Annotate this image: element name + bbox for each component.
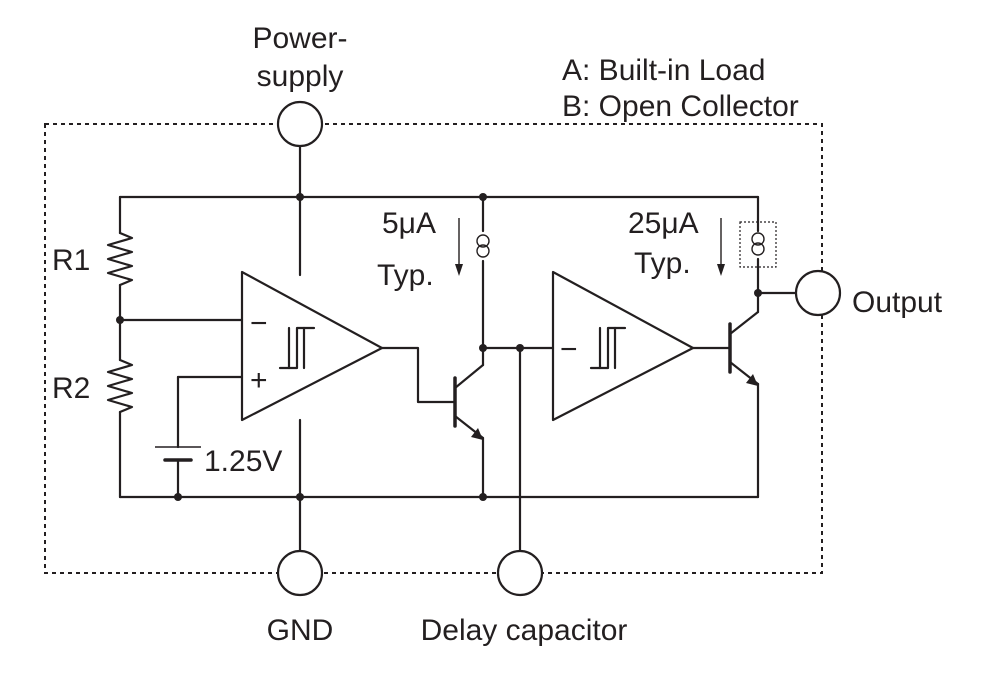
built-in-load-box [739, 221, 777, 268]
comparator2-minus-sign: − [560, 333, 578, 366]
junction-dots [116, 193, 762, 501]
current-source-1-value: 5μA [382, 207, 436, 240]
current-source-2-icon [717, 195, 777, 295]
npn-transistor-1-icon [453, 346, 485, 499]
gnd-label: GND [267, 614, 334, 647]
gnd-terminal [276, 549, 324, 597]
package-boundary [44, 123, 823, 574]
comparator1-plus-sign: + [250, 364, 268, 397]
comparator1-minus-sign: − [250, 307, 268, 340]
r1-label: R1 [52, 244, 90, 277]
delay-capacitor-label: Delay capacitor [421, 614, 628, 647]
resistor-r2-icon [106, 358, 134, 414]
delay-capacitor-terminal [496, 549, 544, 597]
reference-voltage-label: 1.25V [204, 445, 282, 478]
power-supply-label-line2: supply [257, 60, 344, 93]
hysteresis-icon-2 [589, 326, 627, 370]
power-supply-terminal [276, 100, 324, 148]
resistor-divider [106, 195, 244, 499]
current-source-1-typ: Typ. [377, 259, 434, 292]
resistor-r1-icon [106, 231, 134, 287]
r2-label: R2 [52, 372, 90, 405]
output-label: Output [852, 286, 943, 319]
legend-built-in-load: A: Built-in Load [562, 54, 765, 87]
comparator-1 [240, 270, 384, 422]
legend-open-collector: B: Open Collector [562, 90, 799, 123]
comparator1-output-wire [380, 346, 457, 404]
output-terminal [794, 269, 842, 317]
reference-battery-icon [155, 375, 244, 499]
current-source-2-typ: Typ. [634, 247, 691, 280]
hysteresis-icon [278, 326, 316, 370]
current-source-2-value: 25μA [628, 207, 699, 240]
power-supply-label-line1: Power- [252, 22, 347, 55]
current-source-1-icon [455, 195, 490, 350]
npn-transistor-2-icon [728, 291, 760, 499]
comparator-2 [551, 270, 695, 422]
